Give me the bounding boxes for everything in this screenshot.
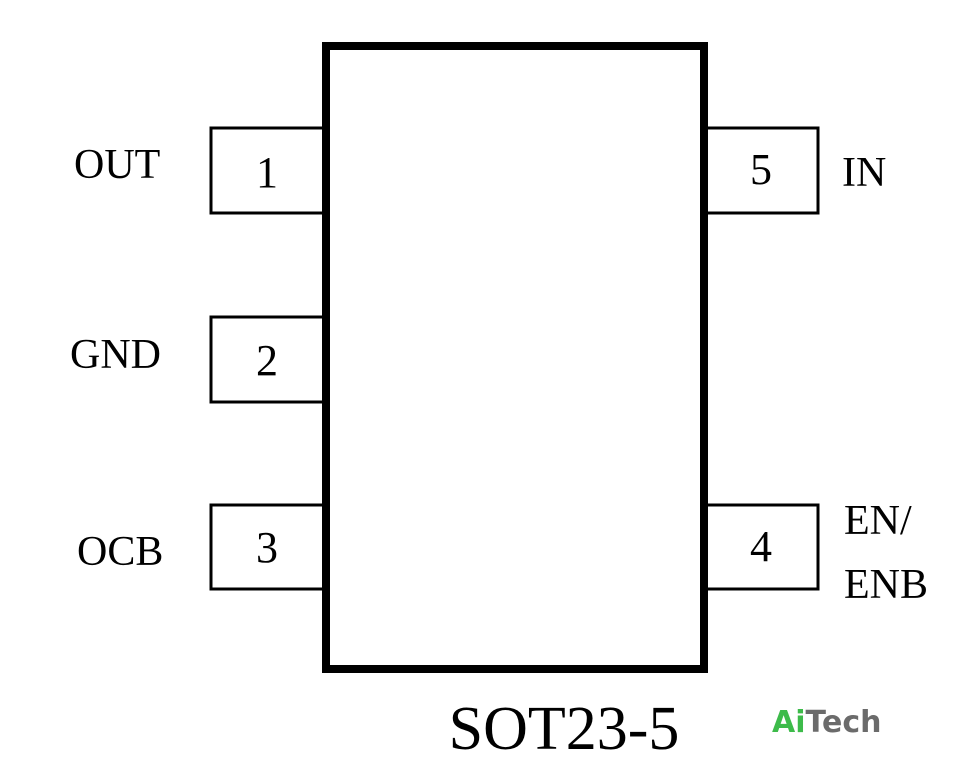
pin-5-number: 5 xyxy=(750,145,772,194)
watermark-part-1: Ai xyxy=(772,705,806,740)
watermark-part-2: Tech xyxy=(806,705,882,740)
pin-1: 1 OUT xyxy=(74,126,322,215)
pin-5-pad xyxy=(708,126,820,215)
pin-1-label: OUT xyxy=(74,142,160,188)
pin-3-number: 3 xyxy=(256,523,278,572)
pin-3-label: OCB xyxy=(77,529,163,575)
pin-2: 2 GND xyxy=(70,315,322,404)
package-name: SOT23-5 xyxy=(449,695,680,763)
pin-1-number: 1 xyxy=(256,148,278,197)
watermark-logo: AiTech xyxy=(772,705,881,740)
pin-2-label: GND xyxy=(70,332,161,378)
pin-5: 5 IN xyxy=(708,126,886,215)
pin-2-pad xyxy=(209,315,322,404)
pin-2-number: 2 xyxy=(256,336,278,385)
package-body xyxy=(322,42,708,673)
pin-4: 4 EN/ ENB xyxy=(708,498,928,608)
pin-4-label-line-1: EN/ xyxy=(844,498,912,544)
pin-5-label: IN xyxy=(842,150,886,196)
pin-4-number: 4 xyxy=(750,522,772,571)
pin-4-label-line-2: ENB xyxy=(844,562,928,608)
pin-3: 3 OCB xyxy=(77,503,322,591)
pin-3-pad xyxy=(209,503,322,591)
pin-1-pad xyxy=(209,126,322,215)
pin-4-pad xyxy=(708,503,820,591)
